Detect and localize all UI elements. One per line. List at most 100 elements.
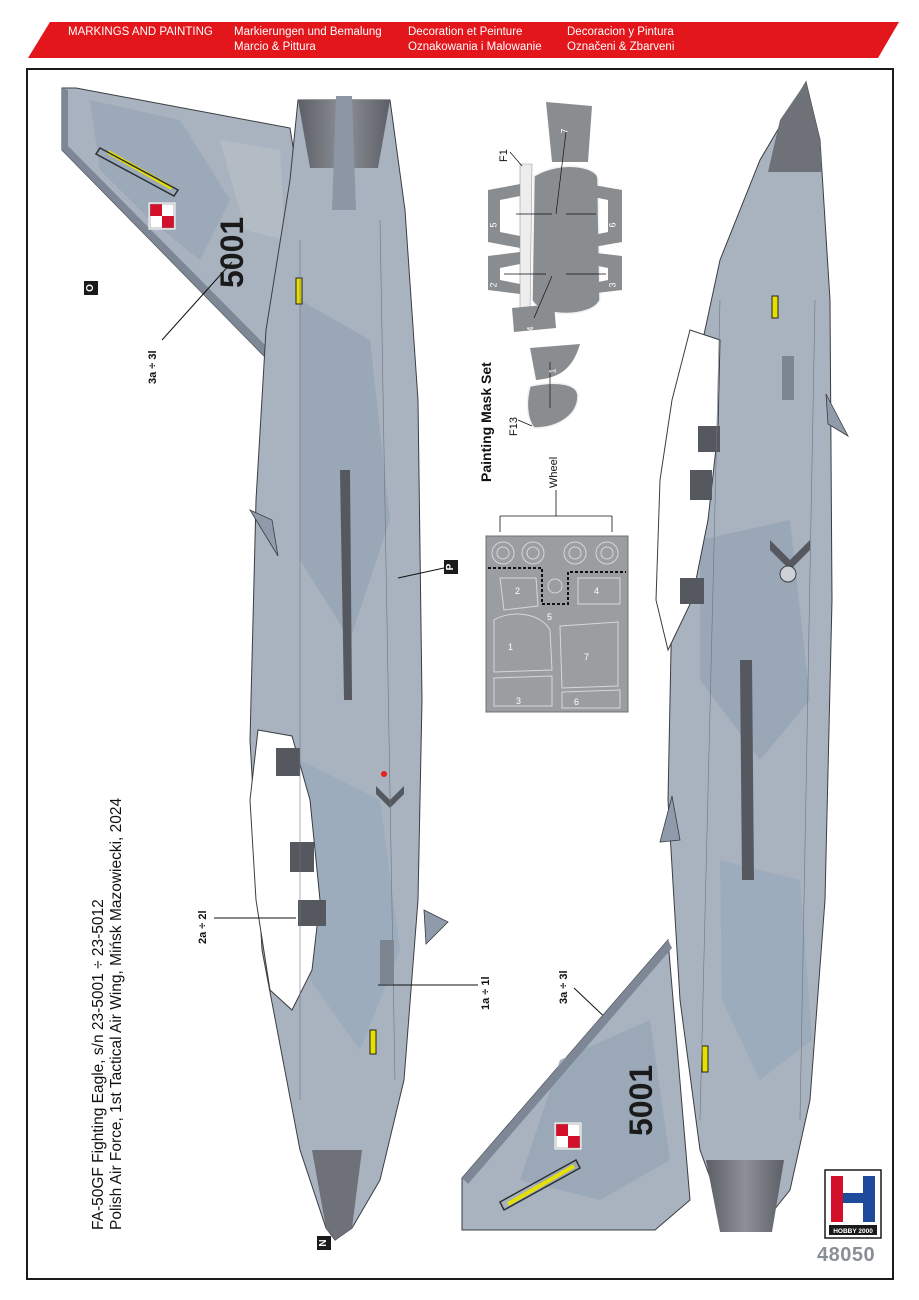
top-view-seat-front — [290, 842, 314, 872]
banner-shape — [28, 22, 899, 58]
bottom-view-gear-well — [779, 565, 797, 583]
bottom-view-serial: 5001 — [623, 1065, 659, 1136]
caption-line-2: Polish Air Force, 1st Tactical Air Wing,… — [108, 797, 125, 1230]
mask-part-f1-frame — [519, 163, 533, 313]
wheel-label: Wheel — [548, 456, 560, 488]
bottom-view-roundel — [554, 1122, 582, 1150]
bottom-view-canopy — [655, 329, 721, 652]
mask-leader-f1 — [509, 151, 523, 167]
sheet-label-2: 2 — [515, 586, 521, 596]
header-col-4-line2: Označeni & Zbarveni — [567, 41, 675, 53]
mask-part-label-3: 3 — [607, 282, 618, 288]
bottom-view-fin-1 — [825, 393, 850, 438]
mask-sheet-wheel-2 — [521, 541, 545, 565]
bottom-view-radome — [768, 82, 822, 172]
header-col-4-line1: Decoracion y Pintura — [567, 26, 674, 38]
sheet-label-7: 7 — [584, 652, 590, 662]
mask-sheet-part-2 — [499, 577, 539, 611]
header-col-2-line2: Marcio & Pittura — [234, 41, 316, 53]
top-view-serial: 5001 — [214, 217, 250, 288]
bottom-view-fin-2 — [659, 795, 681, 843]
top-view-seat-rear — [276, 748, 300, 776]
mask-part-label-6: 6 — [607, 222, 618, 228]
top-view-intake-shadow — [340, 470, 352, 700]
mask-sheet-part-4 — [577, 577, 621, 605]
top-view-roundel — [148, 202, 176, 230]
bottom-view-panel-line — [699, 299, 721, 1121]
header-col-1: MARKINGS AND PAINTING — [68, 25, 213, 55]
aircraft-bottom-view — [461, 80, 850, 1232]
top-view-canopy — [249, 729, 321, 1011]
badge-p: P — [444, 560, 458, 574]
mask-part-label-1: 1 — [547, 368, 558, 374]
svg-text:HOBBY 2000: HOBBY 2000 — [833, 1228, 873, 1235]
mask-sheet-small-wheel — [547, 578, 563, 594]
bottom-view-seat-1 — [698, 426, 720, 452]
top-view-wing-edge — [62, 88, 272, 360]
header-col-3-line2: Oznakowania i Malowanie — [408, 41, 542, 53]
header-col-2-line1: Markierungen und Bemalung — [234, 26, 382, 38]
mask-sheet-part-3 — [493, 675, 553, 707]
wheel-bracket — [499, 490, 613, 532]
bottom-view-intake-shadow — [740, 660, 754, 880]
mask-part-2 — [488, 252, 520, 294]
header-col-3: Decoration et Peinture Oznakowania i Mal… — [408, 25, 542, 55]
header-col-2: Markierungen und Bemalung Marcio & Pittu… — [234, 25, 382, 55]
sheet-label-3: 3 — [516, 696, 522, 706]
bottom-view-panel-line-2 — [799, 299, 816, 1121]
aircraft-top-view — [61, 87, 449, 1241]
bottom-view-seat-2 — [690, 470, 712, 500]
callout-line-p — [397, 567, 445, 579]
mask-part-5 — [488, 184, 520, 248]
top-view-yellow-mark-2 — [369, 1029, 377, 1055]
mask-parts — [488, 102, 622, 429]
mask-sheet-dash — [488, 567, 626, 605]
mask-part-7 — [546, 102, 592, 162]
mask-sheet-part-7 — [559, 621, 619, 689]
header-banner: MARKINGS AND PAINTING Markierungen und B… — [28, 22, 899, 58]
sheet-label-5: 5 — [547, 612, 553, 622]
mask-leader-7 — [555, 131, 567, 215]
bottom-view-yellow-mark-2 — [701, 1045, 709, 1073]
bottom-view-chevron — [770, 540, 810, 570]
mask-label-f13: F13 — [508, 417, 520, 436]
top-view-seat-base — [298, 900, 326, 926]
header-col-4: Decoracion y Pintura Označeni & Zbarveni — [567, 25, 674, 55]
sheet-label-4: 4 — [594, 586, 600, 596]
bottom-view-dark-panel — [782, 356, 794, 400]
bottom-view-walkway-yellow — [507, 1164, 575, 1206]
top-view-walkway-frame — [94, 147, 180, 197]
mask-part-f13 — [526, 382, 579, 429]
top-view-fuselage-camo-2 — [300, 760, 400, 1050]
hobby2000-logo: HOBBY 2000 — [824, 1169, 882, 1239]
bottom-view-yellow-mark — [771, 295, 779, 319]
bottom-view-walkway-frame — [499, 1158, 581, 1212]
mask-label-f1: F1 — [498, 149, 510, 162]
mask-part-label-7: 7 — [559, 128, 570, 134]
mask-sheet-wheel-4 — [595, 541, 619, 565]
mask-sheet-wheel-3 — [563, 541, 587, 565]
banner-red-band — [28, 22, 899, 58]
mask-sheet-bg — [485, 535, 629, 713]
bottom-view-camo-2 — [720, 860, 812, 1080]
top-view-fin-2 — [423, 909, 449, 945]
mask-part-3 — [588, 252, 622, 294]
callout-top-wing: 3a ÷ 3l — [147, 350, 159, 384]
top-view-fin-1 — [248, 509, 279, 557]
header-col-3-line1: Decoration et Peinture — [408, 26, 523, 38]
badge-o: O — [84, 281, 98, 295]
bottom-view-exhaust — [706, 1160, 784, 1232]
mask-part-label-4: 4 — [525, 326, 536, 332]
mask-part-label-5: 5 — [488, 222, 499, 228]
product-code: 48050 — [817, 1244, 876, 1266]
mask-sheet-part-1 — [493, 613, 553, 673]
drawing-frame — [26, 68, 894, 1280]
callout-fuselage: 1a ÷ 1l — [480, 976, 492, 1010]
top-view-radome — [312, 1150, 362, 1240]
caption-line-1: FA-50GF Fighting Eagle, s/n 23-5001 ÷ 23… — [90, 899, 107, 1230]
top-view-red-light — [381, 771, 387, 777]
header-col-1-line1: MARKINGS AND PAINTING — [68, 26, 213, 38]
bottom-view-seat-3 — [680, 578, 704, 604]
sheet-label-6: 6 — [574, 697, 580, 707]
